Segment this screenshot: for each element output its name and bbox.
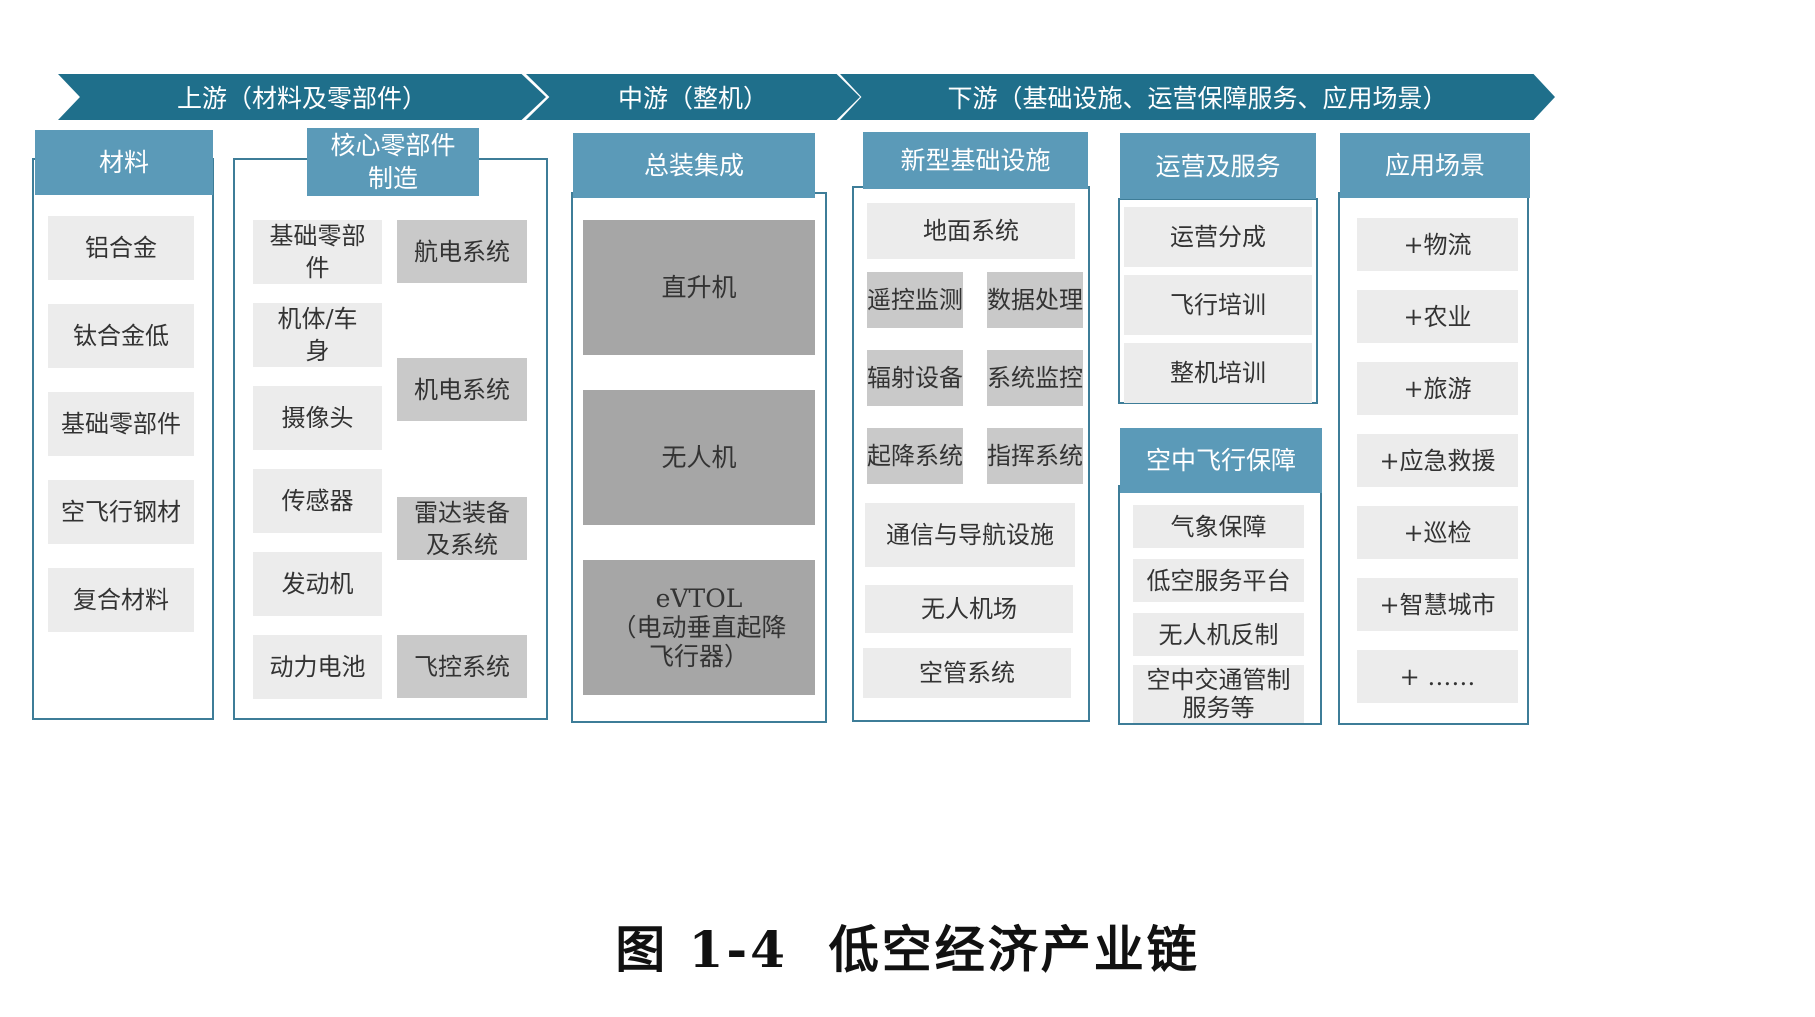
infra-pair-item: 指挥系统 — [987, 428, 1083, 484]
core-part-item: 机体/车 身 — [253, 303, 382, 367]
application-item: +智慧城市 — [1357, 578, 1518, 631]
aircraft-item: 直升机 — [583, 220, 815, 355]
application-item: +物流 — [1357, 218, 1518, 271]
core-parts-header: 核心零部件 制造 — [307, 128, 479, 196]
core-system-item: 雷达装备 及系统 — [397, 497, 527, 560]
core-system-item: 飞控系统 — [397, 635, 527, 698]
stage-downstream-arrow: 下游（基础设施、运营保障服务、应用场景） — [840, 74, 1555, 120]
operation-item: 整机培训 — [1124, 343, 1312, 403]
flight-support-item: 低空服务平台 — [1133, 559, 1304, 602]
stage-downstream-label: 下游（基础设施、运营保障服务、应用场景） — [947, 84, 1448, 113]
infra-item: 空管系统 — [863, 648, 1071, 698]
stage-midstream-arrow: 中游（整机） — [526, 74, 860, 120]
figure-caption: 图 1-4 低空经济产业链 — [615, 920, 1200, 979]
application-item: +旅游 — [1357, 362, 1518, 415]
core-part-item: 传感器 — [253, 469, 382, 533]
material-item: 基础零部件 — [48, 392, 194, 456]
core-part-item: 基础零部 件 — [253, 220, 382, 284]
core-system-item: 航电系统 — [397, 220, 527, 283]
applications-header: 应用场景 — [1340, 133, 1530, 198]
infra-pair-item: 数据处理 — [987, 272, 1083, 328]
core-part-item: 摄像头 — [253, 386, 382, 450]
operation-item: 飞行培训 — [1124, 275, 1312, 335]
stage-upstream-label: 上游（材料及零部件） — [176, 84, 427, 113]
infra-pair-item: 起降系统 — [867, 428, 963, 484]
flight-support-header: 空中飞行保障 — [1120, 428, 1322, 493]
stage-upstream-arrow: 上游（材料及零部件） — [58, 74, 546, 120]
application-item: +应急救援 — [1357, 434, 1518, 487]
application-item: + …… — [1357, 650, 1518, 703]
operations-header: 运营及服务 — [1120, 133, 1316, 199]
flight-support-item: 气象保障 — [1133, 505, 1304, 548]
infra-pair-item: 辐射设备 — [867, 350, 963, 406]
infra-pair-item: 遥控监测 — [867, 272, 963, 328]
materials-header: 材料 — [35, 130, 213, 195]
operation-item: 运营分成 — [1124, 207, 1312, 267]
stage-midstream-label: 中游（整机） — [617, 84, 768, 113]
flight-support-item: 无人机反制 — [1133, 613, 1304, 656]
core-system-item: 机电系统 — [397, 358, 527, 421]
material-item: 空飞行钢材 — [48, 480, 194, 544]
material-item: 复合材料 — [48, 568, 194, 632]
aircraft-item: eVTOL （电动垂直起降 飞行器） — [583, 560, 815, 695]
material-item: 钛合金低 — [48, 304, 194, 368]
application-item: +农业 — [1357, 290, 1518, 343]
core-part-item: 动力电池 — [253, 635, 382, 699]
material-item: 铝合金 — [48, 216, 194, 280]
application-item: +巡检 — [1357, 506, 1518, 559]
infra-item: 无人机场 — [865, 585, 1073, 633]
infra-pair-item: 系统监控 — [987, 350, 1083, 406]
core-part-item: 发动机 — [253, 552, 382, 616]
aircraft-item: 无人机 — [583, 390, 815, 525]
infra-item: 通信与导航设施 — [865, 503, 1075, 567]
infrastructure-header: 新型基础设施 — [863, 132, 1088, 189]
ground-system-item: 地面系统 — [867, 203, 1075, 259]
flight-support-item: 空中交通管制 服务等 — [1133, 665, 1304, 723]
assembly-header: 总装集成 — [573, 133, 815, 198]
